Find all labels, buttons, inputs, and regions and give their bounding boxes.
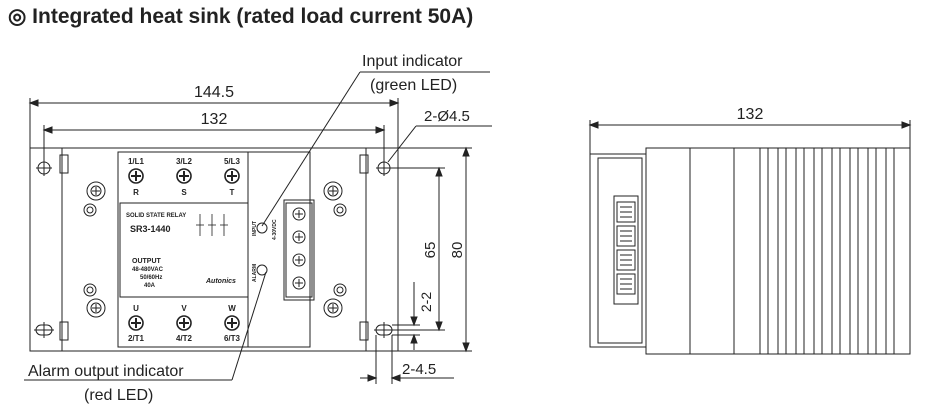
terminal-label: 2/T1 (128, 334, 145, 343)
alarm-label: ALARM (252, 264, 258, 282)
input-screw-3 (292, 253, 306, 267)
ear-top-right (359, 154, 369, 174)
terminal-label: W (228, 304, 236, 313)
base-plate-outline (29, 147, 399, 352)
terminal-label: 4/T2 (176, 334, 193, 343)
ear-top-left (59, 154, 69, 174)
terminal-label: T (230, 188, 235, 197)
output-line: OUTPUT (132, 258, 162, 265)
mount-hole-top-right (376, 160, 392, 176)
frame-screw-br2 (333, 283, 347, 297)
side-view (588, 120, 912, 355)
frame-outline (61, 147, 367, 352)
side-terminal-4 (616, 273, 636, 295)
front-panel-labels: 1/L1 3/L2 5/L3 R S T U V W 2/T1 4/T2 6/T… (126, 157, 278, 343)
alarm-led (256, 264, 268, 276)
terminal-label: 3/L2 (176, 157, 193, 166)
alarm-indicator-sub: (red LED) (84, 387, 153, 404)
terminal-label: V (181, 304, 187, 313)
input-label: INPUT (252, 221, 258, 236)
terminal-label: U (133, 304, 139, 313)
input-indicator-sub: (green LED) (370, 77, 457, 94)
front-dimensions (24, 71, 492, 384)
side-terminal-3 (616, 249, 636, 271)
dim-side-width: 132 (737, 106, 764, 123)
terminal-L2 (176, 168, 192, 184)
frame-screw-ml (83, 203, 97, 217)
schematic-marks (196, 214, 228, 236)
side-terminal-strip (613, 195, 639, 305)
page-title: ◎ Integrated heat sink (rated load curre… (8, 5, 474, 28)
mount-slot-bottom-left (34, 322, 54, 338)
input-led (256, 222, 268, 234)
heat-sink-fins (689, 148, 895, 354)
side-terminal-1 (616, 201, 636, 223)
input-terminal-block (283, 199, 315, 301)
side-terminal-2 (616, 225, 636, 247)
frame-screw-tr (323, 181, 343, 201)
front-view (29, 147, 399, 352)
mount-slot-bottom-right (374, 322, 394, 338)
terminal-label: R (133, 188, 139, 197)
bottom-terminals (128, 315, 240, 331)
dim-slot-horizontal: 2-4.5 (402, 361, 436, 378)
terminal-label: 6/T3 (224, 334, 241, 343)
output-line: 40A (144, 283, 156, 289)
frame-screw-bl2 (83, 283, 97, 297)
frame-screw-mr (333, 203, 347, 217)
relay-module (117, 151, 311, 348)
input-screw-4 (292, 276, 306, 290)
mount-hole-top-left (36, 160, 52, 176)
top-terminals (128, 168, 240, 184)
model-label: SR3-1440 (130, 224, 171, 234)
product-label: SOLID STATE RELAY (126, 213, 186, 219)
ear-bottom-right (359, 321, 369, 341)
terminal-label: S (181, 188, 187, 197)
terminal-T2 (176, 315, 192, 331)
dim-height-inner: 65 (422, 242, 439, 259)
dim-body-width: 132 (201, 111, 228, 128)
dim-height-outer: 80 (449, 242, 466, 259)
dim-hole-spec: 2-Ø4.5 (424, 108, 470, 125)
frame-screw-br (323, 298, 343, 318)
frame-screw-tl (86, 181, 106, 201)
output-line: 48-480VAC (132, 267, 164, 273)
terminal-label: 1/L1 (128, 157, 145, 166)
ear-bottom-left (59, 321, 69, 341)
alarm-indicator-label: Alarm output indicator (28, 363, 184, 380)
frame-screw-bl (86, 298, 106, 318)
input-indicator-label: Input indicator (362, 53, 463, 70)
terminal-T1 (128, 315, 144, 331)
dimension-labels: 144.5 132 2-Ø4.5 80 65 2-2 2-4.5 Input i… (28, 53, 470, 404)
input-screw-1 (292, 207, 306, 221)
terminal-L3 (224, 168, 240, 184)
input-screw-2 (292, 230, 306, 244)
brand-logo: Autonics (205, 278, 236, 285)
terminal-T3 (224, 315, 240, 331)
terminal-label: 5/L3 (224, 157, 241, 166)
output-line: 50/60Hz (140, 275, 162, 281)
terminal-L1 (128, 168, 144, 184)
input-voltage-label: 4-30VDC (272, 219, 278, 240)
dim-overall-width: 144.5 (194, 84, 234, 101)
dim-slot-vertical: 2-2 (418, 292, 434, 312)
